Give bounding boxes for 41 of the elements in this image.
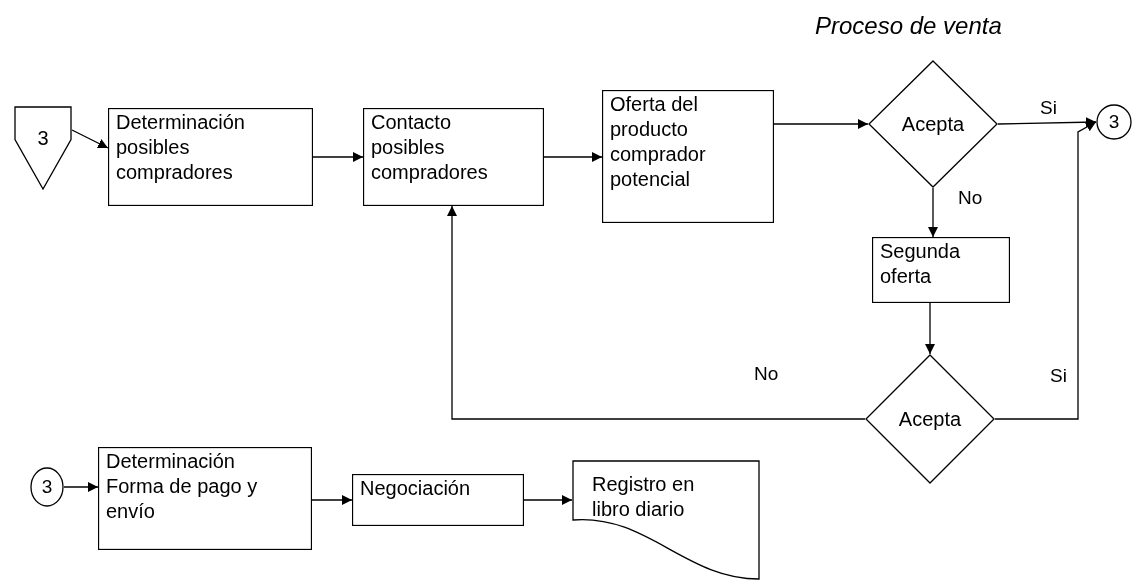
arrow	[928, 187, 938, 238]
node-label: Determinación posibles compradores	[116, 110, 246, 185]
node-label: Determinación Forma de pago y envío	[106, 449, 259, 524]
process-box	[602, 90, 774, 223]
process-box	[98, 447, 312, 550]
node-label: Negociación	[360, 476, 471, 501]
arrow	[997, 117, 1097, 128]
edge-label: No	[752, 364, 781, 383]
process-box	[352, 474, 524, 526]
node-label: 3	[37, 126, 49, 151]
offpage-connector	[14, 106, 72, 190]
arrow	[925, 302, 935, 355]
connector-circle	[30, 467, 64, 507]
node-label: Oferta del producto comprador potencial	[610, 92, 707, 192]
arrow	[447, 205, 866, 420]
node-label: Acepta	[898, 406, 962, 432]
node-label: Registro en libro diario	[592, 472, 696, 522]
node-label: Segunda oferta	[880, 239, 962, 289]
process-box	[872, 237, 1010, 303]
node-label: 3	[41, 475, 53, 499]
diagram-title: Proceso de venta	[815, 14, 1002, 38]
edge-label: No	[956, 188, 985, 207]
arrow	[523, 495, 573, 505]
arrow	[994, 121, 1097, 420]
process-box	[363, 108, 544, 206]
process-box	[108, 108, 313, 206]
edge-label: Si	[1038, 98, 1059, 117]
arrow	[773, 119, 869, 129]
document-shape	[572, 460, 760, 580]
arrow	[311, 495, 353, 505]
decision-diamond	[868, 60, 998, 188]
node-label: 3	[1108, 110, 1120, 134]
arrow	[63, 482, 99, 492]
arrow	[543, 152, 603, 162]
decision-diamond	[865, 354, 995, 484]
arrow	[312, 152, 364, 162]
edge-label: Si	[1048, 366, 1069, 385]
connector-circle	[1096, 104, 1132, 140]
arrow	[71, 129, 109, 149]
node-label: Contacto posibles compradores	[371, 110, 489, 185]
node-label: Acepta	[901, 111, 965, 137]
